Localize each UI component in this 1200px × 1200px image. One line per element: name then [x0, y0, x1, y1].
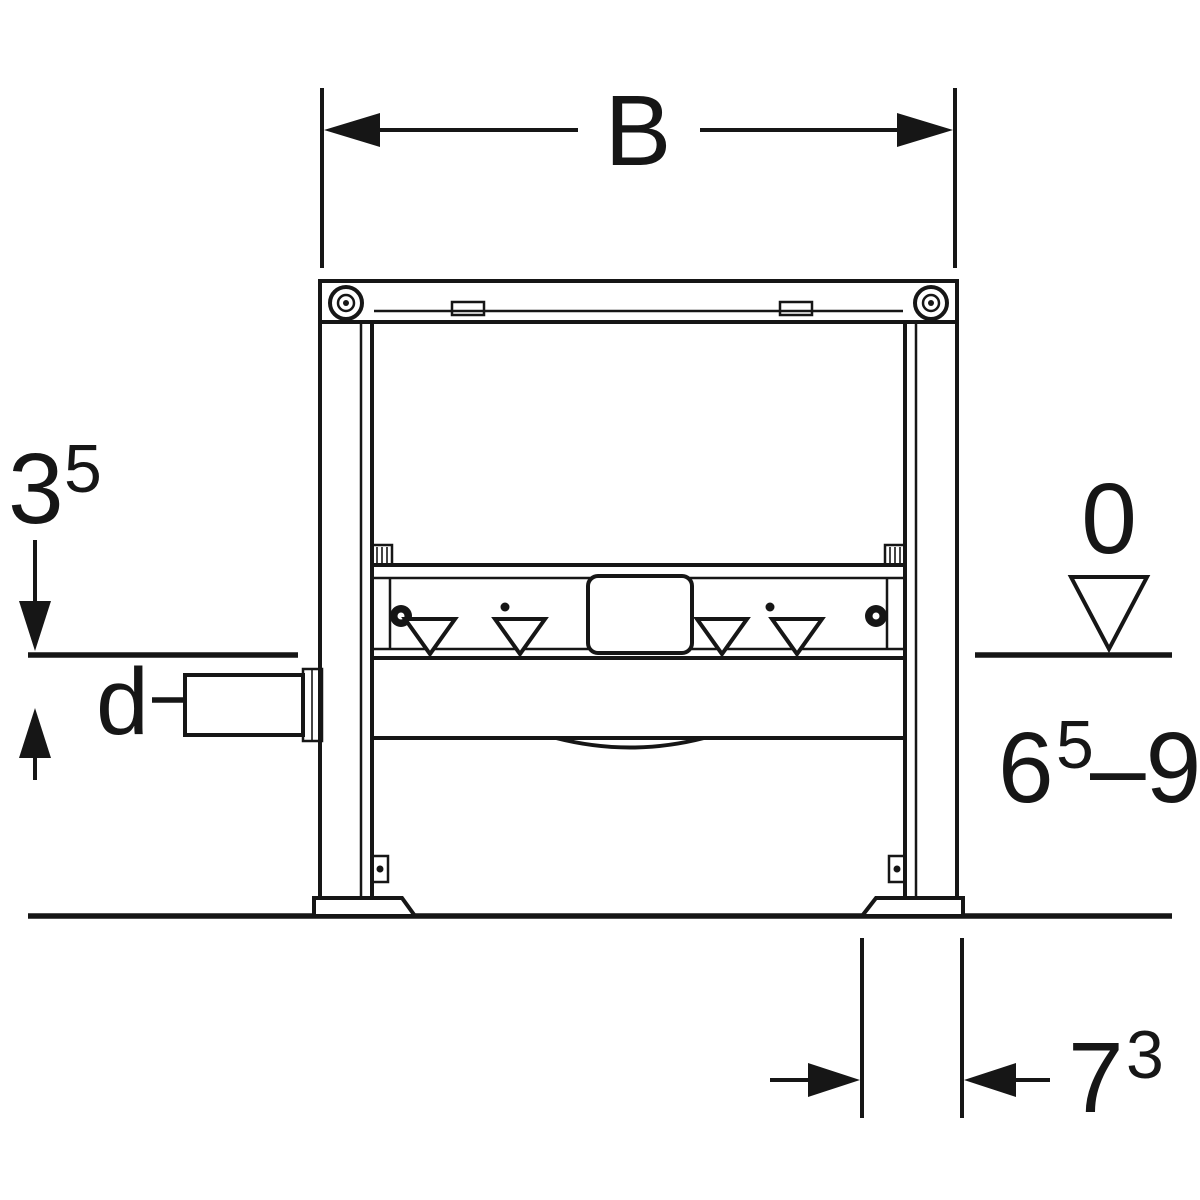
- channel-dot-left: [500, 602, 510, 612]
- arrowhead-right-icon: [897, 113, 953, 147]
- foot-arrow-right-icon: [808, 1063, 860, 1097]
- floor-depth-base: 6: [998, 712, 1054, 824]
- left-rail-foot-clip: [370, 854, 390, 884]
- flow-mark-3-icon: [693, 617, 751, 658]
- dimension-pipe-diameter: d: [96, 649, 183, 755]
- mounting-frame: [312, 279, 965, 918]
- right-rail-foot-clip: [887, 854, 907, 884]
- crossbar-clip-right: [778, 300, 814, 317]
- dimension-floor-depth: 6 5 –9: [998, 707, 1200, 824]
- level-zero-label: 0: [1081, 463, 1137, 575]
- right-foot-plate: [857, 896, 965, 918]
- left-offset-sup: 5: [64, 431, 102, 507]
- drain-channel-assembly: [370, 543, 907, 660]
- pipe-body: [183, 673, 305, 737]
- housing-box: [370, 656, 907, 740]
- offset-arrow-up-icon: [19, 708, 51, 758]
- pipe-diameter-label: d: [96, 649, 149, 755]
- trap-arc: [555, 736, 705, 750]
- offset-arrow-down-icon: [19, 601, 51, 651]
- level-mark-group: 0: [1067, 463, 1151, 654]
- dimension-width-B: B: [320, 75, 957, 268]
- dimension-left-offset: 3 5: [8, 431, 102, 780]
- flow-mark-1-icon: [401, 617, 459, 658]
- right-rail: [903, 279, 959, 900]
- arrowhead-left-icon: [324, 113, 380, 147]
- left-offset-base: 3: [8, 433, 64, 545]
- channel-center-plate: [586, 574, 694, 655]
- level-mark-icon: [1067, 575, 1151, 654]
- crossbar-clip-left: [450, 300, 486, 317]
- flow-mark-4-icon: [768, 617, 826, 658]
- waste-pipe: [183, 667, 324, 743]
- channel-bracket-right: [883, 543, 907, 567]
- flow-mark-2-icon: [491, 617, 549, 658]
- foot-offset-base: 7: [1068, 1022, 1124, 1134]
- foot-arrow-left-icon: [964, 1063, 1016, 1097]
- floor-depth-tail: –9: [1090, 712, 1200, 824]
- left-rail: [318, 279, 374, 900]
- floor-depth-sup: 5: [1056, 707, 1094, 783]
- trap-housing: [370, 656, 907, 750]
- corner-screw-right-icon: [913, 285, 949, 321]
- channel-bracket-left: [370, 543, 394, 567]
- left-foot-plate: [312, 896, 419, 918]
- dimension-foot-offset: 7 3: [770, 938, 1164, 1134]
- dim-width-label: B: [605, 75, 672, 187]
- adjust-knob-right-icon: [865, 605, 887, 627]
- top-crossbar: [318, 279, 959, 324]
- foot-offset-sup: 3: [1126, 1017, 1164, 1093]
- channel-dot-right: [765, 602, 775, 612]
- corner-screw-left-icon: [328, 285, 364, 321]
